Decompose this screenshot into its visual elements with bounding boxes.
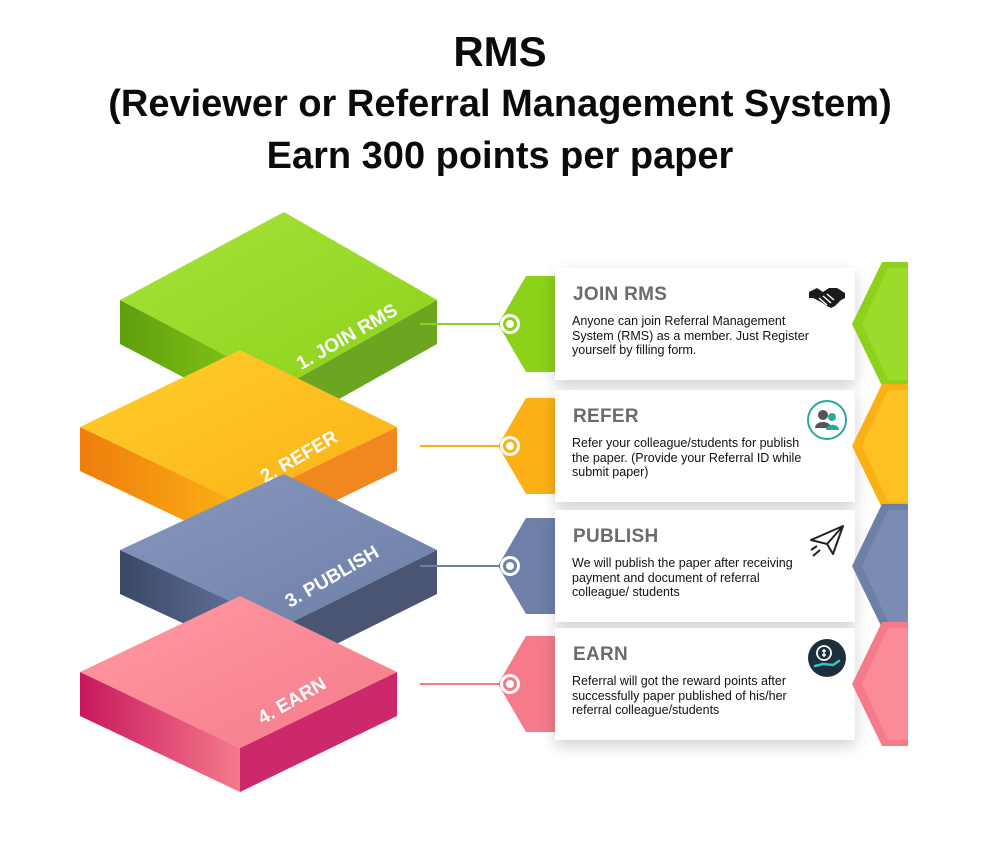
step-title: PUBLISH [573,526,659,547]
handshake-icon [807,278,847,318]
left-chevron-tab [498,636,560,732]
layer-top-face [80,596,397,748]
step-title: JOIN RMS [573,284,668,305]
coin-hand-icon [807,638,847,678]
step-title: REFER [573,406,639,427]
layer-right-face [240,672,397,792]
right-chevron-tab [852,504,908,628]
step-card-3: PUBLISH We will publish the paper after r… [555,510,855,622]
step-description: Refer your colleague/students for publis… [572,436,802,479]
connector-dot [503,439,517,453]
right-chevron-tab [852,622,908,746]
left-chevron-tab [498,276,560,372]
connector-line [420,323,508,325]
connector-dot [503,677,517,691]
step-card-2: REFER Refer your colleague/students for p… [555,390,855,502]
step-title: EARN [573,644,629,665]
title-line-3: Earn 300 points per paper [266,135,734,177]
title-line-2: (Reviewer or Referral Management System) [108,83,892,125]
left-chevron-tab [498,398,560,494]
connector-line [420,445,508,447]
left-chevron-tab [498,518,560,614]
right-chevron-tab [852,262,908,386]
layer-left-face [80,672,240,792]
step-description: We will publish the paper after receivin… [572,556,793,599]
connector-dot [503,317,517,331]
layer-top-face [80,350,397,503]
step-description: Referral will got the reward points afte… [572,674,787,717]
connector-dot [503,559,517,573]
title-line-1: RMS [453,28,547,75]
connector-line [420,565,508,567]
step-description: Anyone can join Referral Management Syst… [572,314,809,357]
page-title: RMS (Reviewer or Referral Management Sys… [0,26,1000,182]
right-chevron-tab [852,384,908,508]
layer-4: 4. EARN [80,596,397,792]
users-icon [807,400,847,440]
paper-plane-icon [807,520,847,560]
step-card-1: JOIN RMS Anyone can join Referral Managem… [555,268,855,380]
layer-top-face [120,474,437,626]
layer-top-face [120,212,437,386]
step-card-4: EARN Referral will got the reward points … [555,628,855,740]
connector-line [420,683,508,685]
